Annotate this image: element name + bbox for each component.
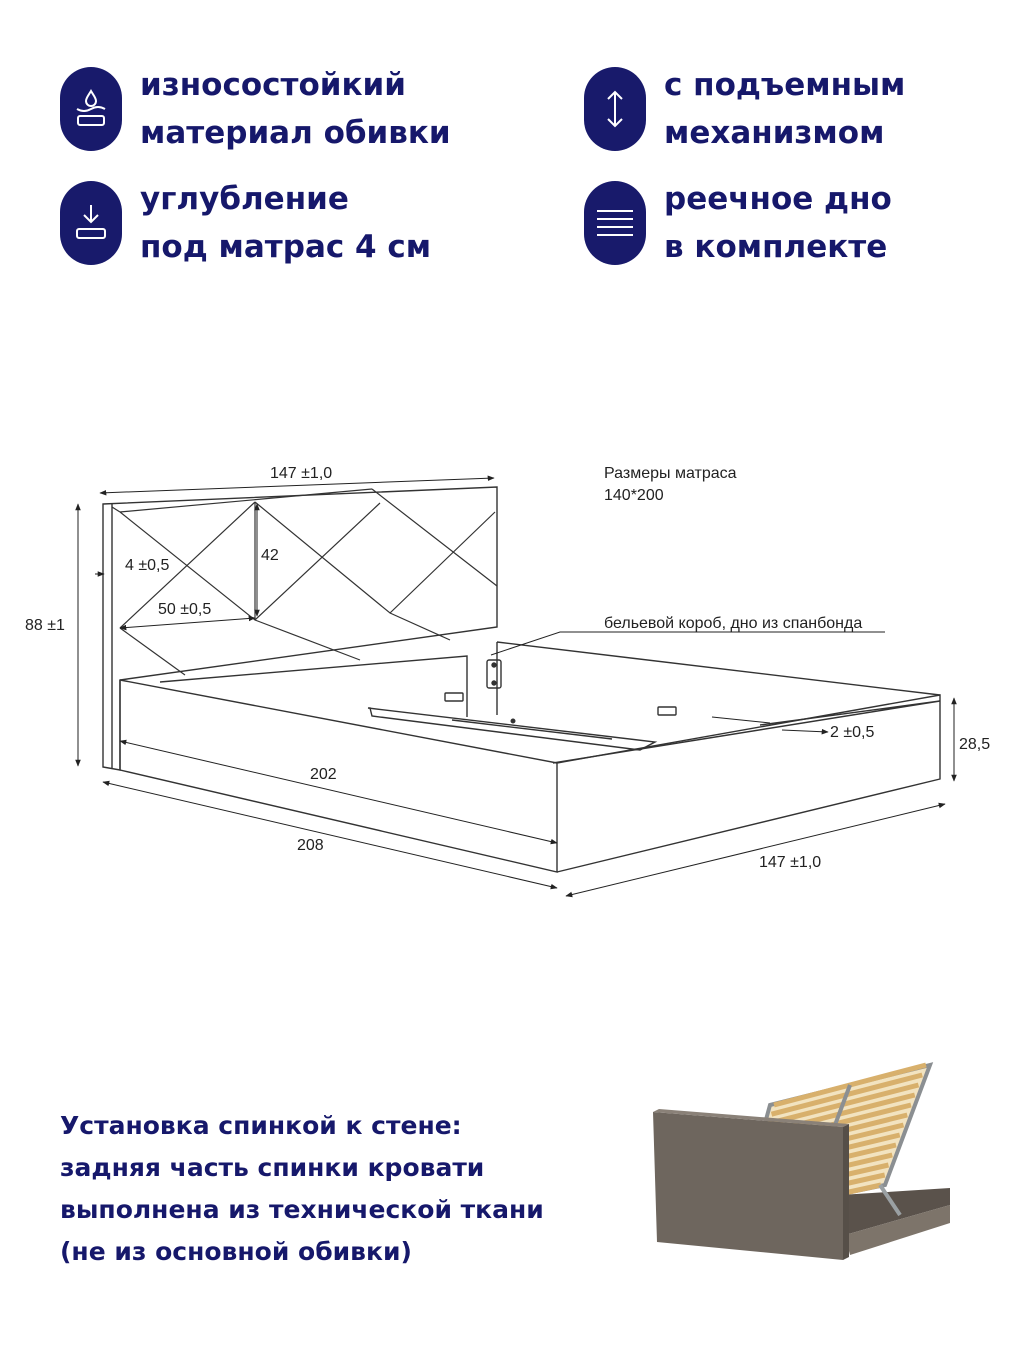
label-diamond-height: 42 xyxy=(261,547,279,564)
fastener-right xyxy=(657,706,677,716)
label-frame-edge: 4 ±0,5 xyxy=(125,557,169,574)
bed-photo-illustration xyxy=(653,1062,950,1260)
drop-fabric-icon xyxy=(60,67,122,151)
label-height: 88 ±1 xyxy=(25,617,65,634)
label-frame-height: 28,5 xyxy=(959,736,990,753)
label-diamond-width: 50 ±0,5 xyxy=(158,601,211,618)
dim-line-outer-length xyxy=(102,780,558,890)
dim-line-diamond-width xyxy=(119,615,256,631)
headboard-outline xyxy=(102,486,498,771)
label-mattress-size: 140*200 xyxy=(604,487,664,504)
hinge-plate xyxy=(486,659,502,689)
label-inner-length: 202 xyxy=(310,766,337,783)
fastener-left xyxy=(444,692,464,702)
label-outer-width: 147 ±1,0 xyxy=(759,854,821,871)
storage-leader-line xyxy=(490,631,885,656)
headboard-diamond-pattern xyxy=(111,488,498,676)
label-mattress-title: Размеры матраса xyxy=(604,465,737,482)
bed-box-inner-rim xyxy=(552,700,941,764)
label-recess: 2 ±0,5 xyxy=(830,724,874,741)
dim-line-outer-width xyxy=(565,802,946,898)
bed-box-outline xyxy=(119,680,941,873)
dim-line-inner-length xyxy=(119,739,558,845)
label-headboard-width: 147 ±1,0 xyxy=(270,465,332,482)
lift-bar xyxy=(367,707,658,751)
bed-box-left-inner xyxy=(159,655,468,717)
installation-note: Установка спинкой к стене: задняя часть … xyxy=(60,1111,544,1266)
label-storage-note: бельевой короб, дно из спанбонда xyxy=(604,615,862,632)
label-outer-length: 208 xyxy=(297,837,324,854)
up-down-arrow-icon xyxy=(584,67,646,151)
bed-box-top-front xyxy=(119,679,558,764)
bed-box-right-panel xyxy=(496,641,941,715)
slats-icon xyxy=(584,181,646,265)
bed-technical-drawing: 147 ±1,0 88 ±1 4 ±0,5 42 50 ±0,5 202 208… xyxy=(25,465,990,898)
dim-line-headboard-width xyxy=(99,475,495,496)
mattress-recess-icon xyxy=(60,181,122,265)
dim-line-recess xyxy=(711,716,828,732)
